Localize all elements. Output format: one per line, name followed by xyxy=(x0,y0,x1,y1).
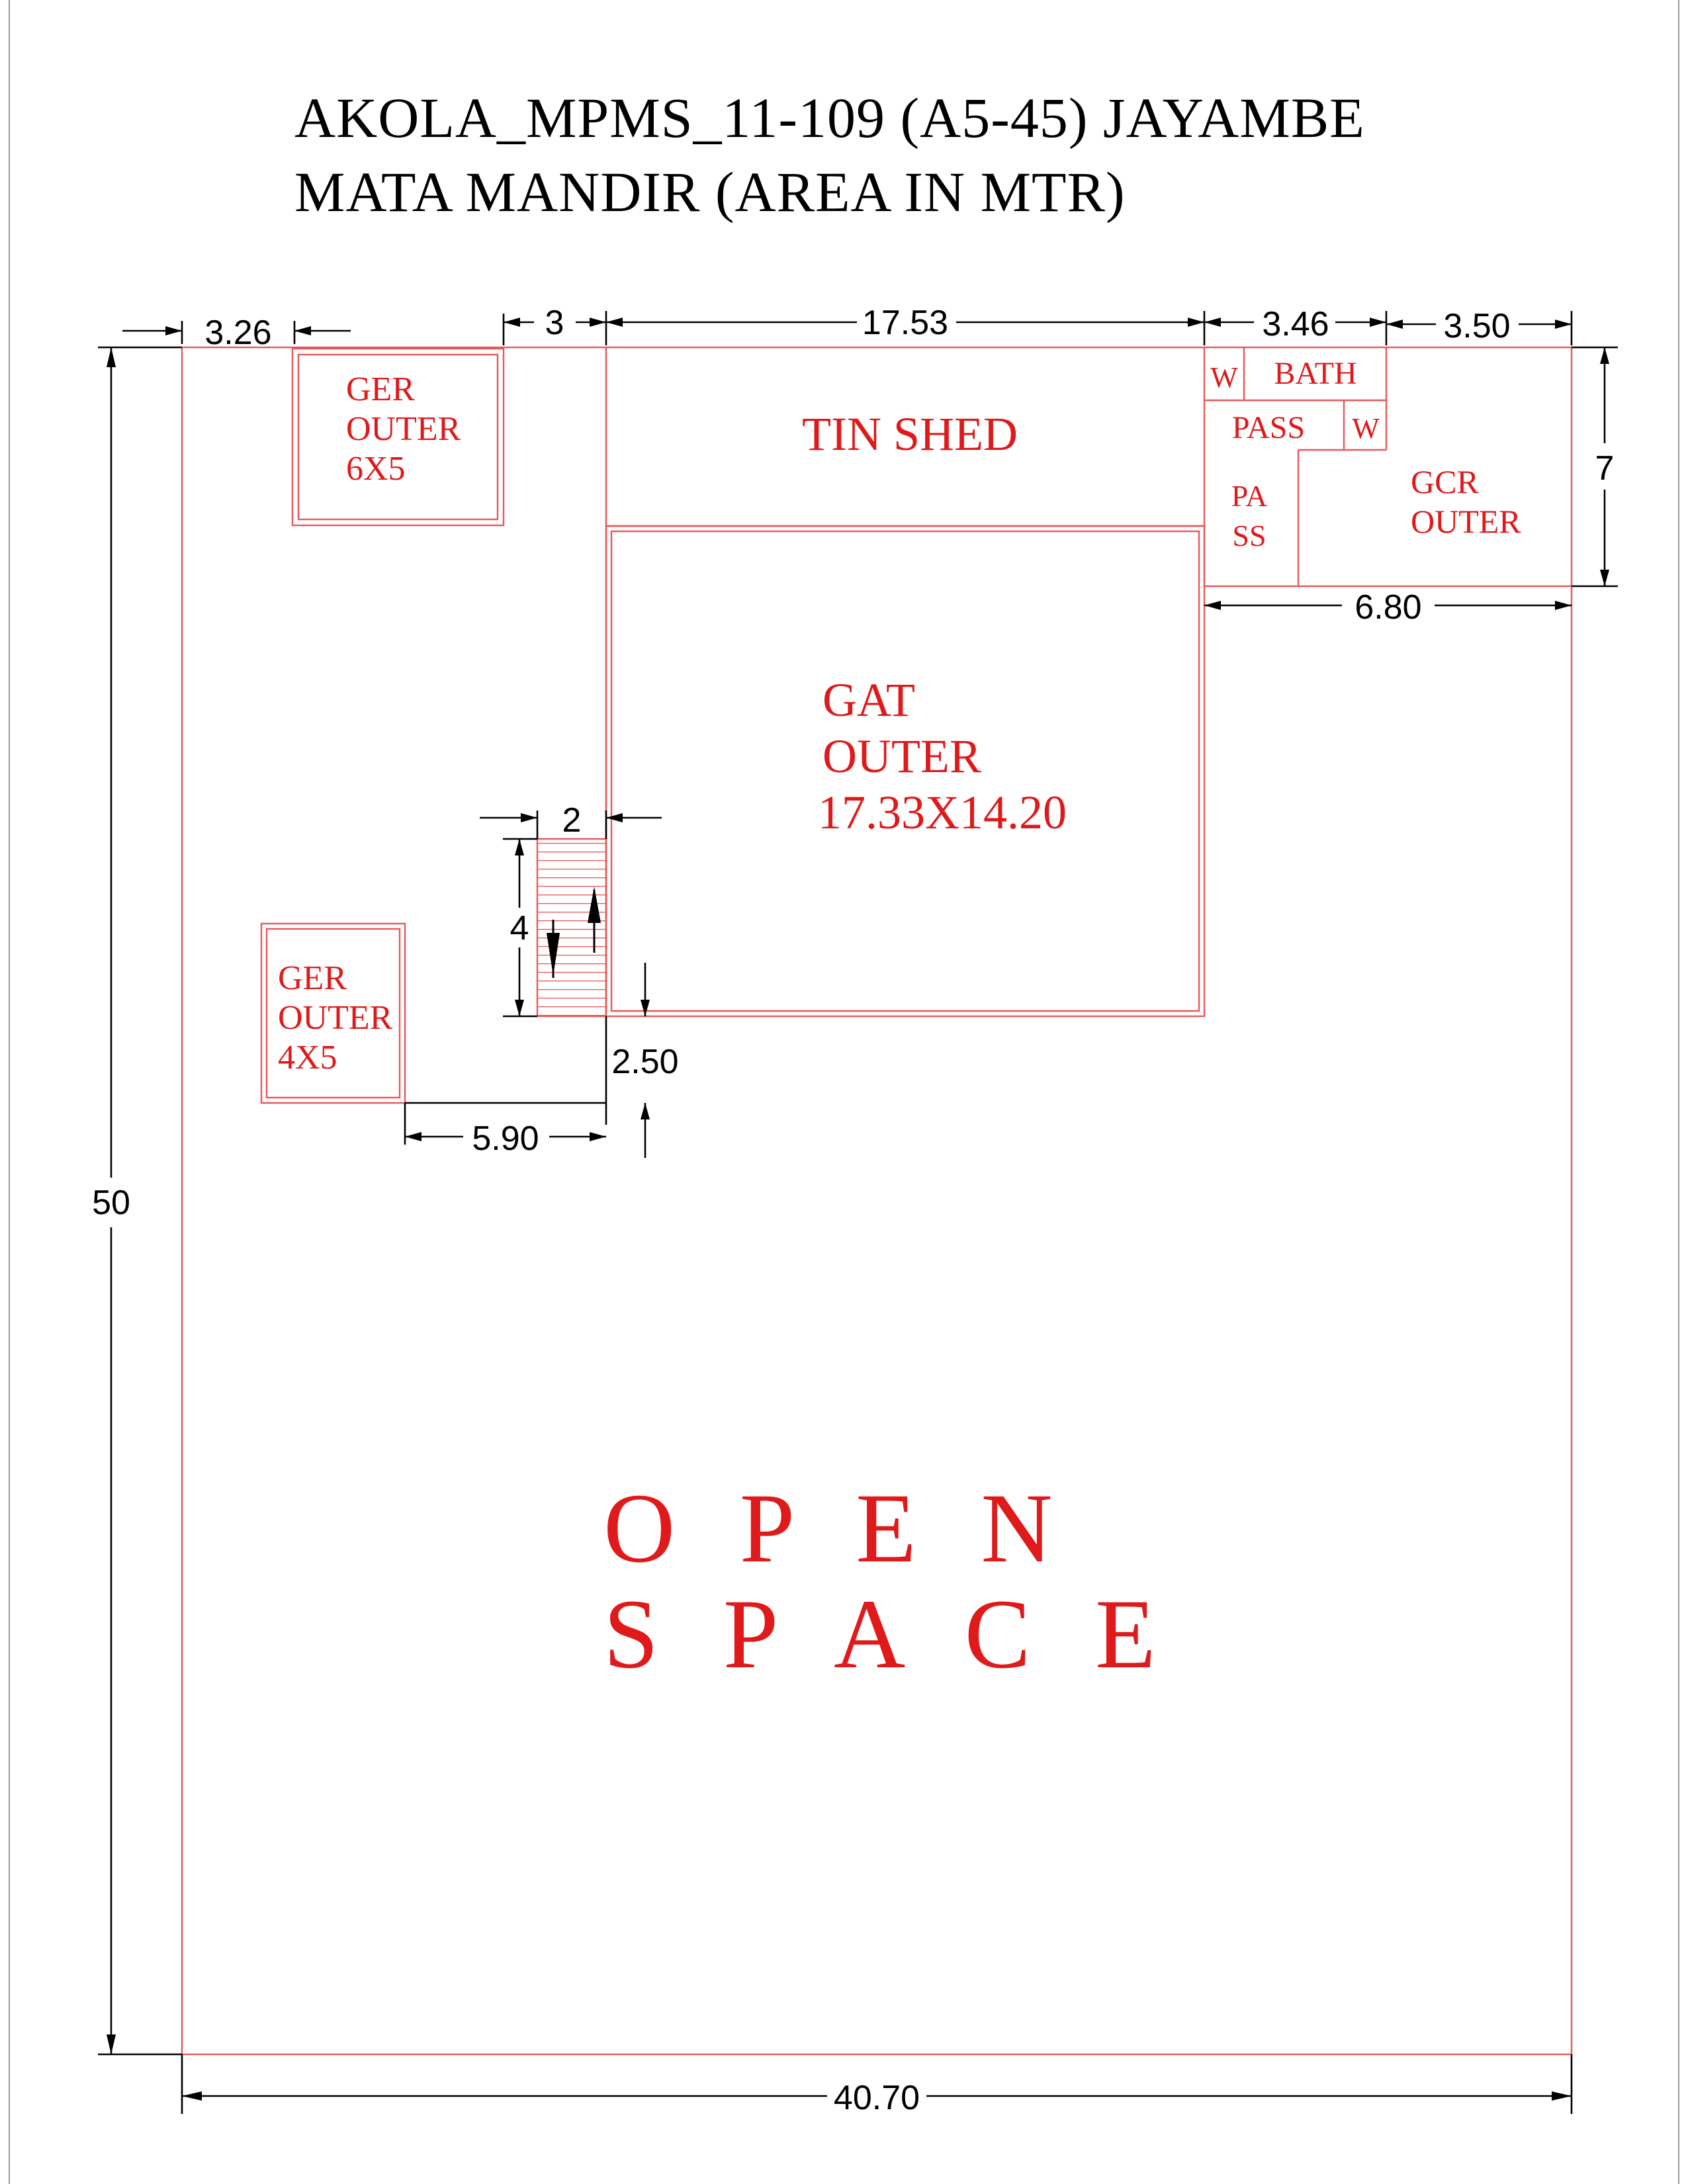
svg-text:PA: PA xyxy=(1231,479,1268,513)
label-gat-outer: GAT OUTER 17.33X14.20 xyxy=(818,674,1067,839)
dim-label-stair-gap: 2.50 xyxy=(611,1043,678,1081)
svg-text:S P A C E: S P A C E xyxy=(603,1579,1176,1689)
dim-label-ger-small-gap: 5.90 xyxy=(472,1119,539,1158)
label-open-space: O P E N S P A C E xyxy=(603,1473,1176,1689)
dimension-ger-small-gap: 5.90 xyxy=(404,1102,606,1158)
staircase xyxy=(536,838,607,1018)
svg-text:OUTER: OUTER xyxy=(1411,503,1521,540)
svg-text:GER: GER xyxy=(278,959,347,997)
ger-outer-small-room xyxy=(260,922,406,1104)
dim-label-gcr-height: 7 xyxy=(1595,449,1615,488)
dimension-plot-width: 40.70 xyxy=(181,2054,1573,2117)
dim-label-tin-shed-width: 17.53 xyxy=(862,304,948,342)
dim-label-bath-width: 3.46 xyxy=(1262,305,1329,343)
label-ger-outer-small: GER OUTER 4X5 xyxy=(278,959,393,1076)
svg-text:O P E N: O P E N xyxy=(603,1473,1073,1583)
dimension-stair-length: 4 xyxy=(503,838,537,1018)
svg-text:OUTER: OUTER xyxy=(278,999,393,1037)
dim-label-gcr-width: 3.50 xyxy=(1443,307,1510,345)
gat-outer-room xyxy=(605,525,1206,1018)
svg-text:6X5: 6X5 xyxy=(346,450,406,488)
label-w-top: W xyxy=(1210,361,1238,394)
dimension-plot-height: 50 xyxy=(92,346,182,2056)
dim-label-plot-width: 40.70 xyxy=(834,2079,920,2117)
svg-text:OUTER: OUTER xyxy=(346,410,461,448)
dimension-stair-width: 2 xyxy=(480,801,662,840)
label-bath: BATH xyxy=(1274,356,1356,391)
label-w-right: W xyxy=(1352,412,1380,445)
dim-label-stair-width: 2 xyxy=(562,801,582,840)
svg-text:GCR: GCR xyxy=(1411,463,1479,500)
dim-label-plot-height: 50 xyxy=(92,1184,130,1222)
svg-text:OUTER: OUTER xyxy=(822,730,981,783)
dim-label-stair-length: 4 xyxy=(510,909,529,947)
dimension-stair-gap: 2.50 xyxy=(605,963,679,1158)
dimension-gcr-total-width: 6.80 xyxy=(1204,588,1572,627)
label-pass-top: PASS xyxy=(1232,410,1305,445)
label-ger-outer-large: GER OUTER 6X5 xyxy=(346,371,461,488)
svg-text:17.33X14.20: 17.33X14.20 xyxy=(818,786,1067,839)
sheet-frame xyxy=(9,0,1679,2184)
plot-boundary xyxy=(181,346,1573,2056)
dim-label-gcr-total-width: 6.80 xyxy=(1355,588,1421,627)
dimension-left-gap: 3.26 xyxy=(122,314,351,352)
dimension-tin-shed-width: 17.53 xyxy=(605,304,1206,345)
svg-text:GER: GER xyxy=(346,371,415,408)
svg-text:GAT: GAT xyxy=(822,674,915,726)
svg-text:SS: SS xyxy=(1232,519,1266,552)
label-pass-side: PA SS xyxy=(1231,479,1268,552)
dimension-gcr-height: 7 xyxy=(1572,346,1621,588)
dim-label-gap-mid: 3 xyxy=(545,304,564,342)
ger-outer-large-room xyxy=(291,347,505,527)
dimension-gap-mid: 3 xyxy=(502,304,606,345)
dimension-bath-width: 3.46 xyxy=(1204,305,1388,345)
bath-pass-block xyxy=(1203,347,1572,588)
svg-text:4X5: 4X5 xyxy=(278,1039,337,1076)
label-tin-shed: TIN SHED xyxy=(802,408,1018,460)
drawing-title-line-1: AKOLA_MPMS_11-109 (A5-45) JAYAMBE xyxy=(294,86,1365,150)
dimension-gcr-width: 3.50 xyxy=(1386,307,1573,345)
drawing-title-line-2: MATA MANDIR (AREA IN MTR) xyxy=(294,160,1126,224)
dim-label-left-gap: 3.26 xyxy=(204,314,271,352)
label-gcr-outer: GCR OUTER xyxy=(1411,463,1521,540)
